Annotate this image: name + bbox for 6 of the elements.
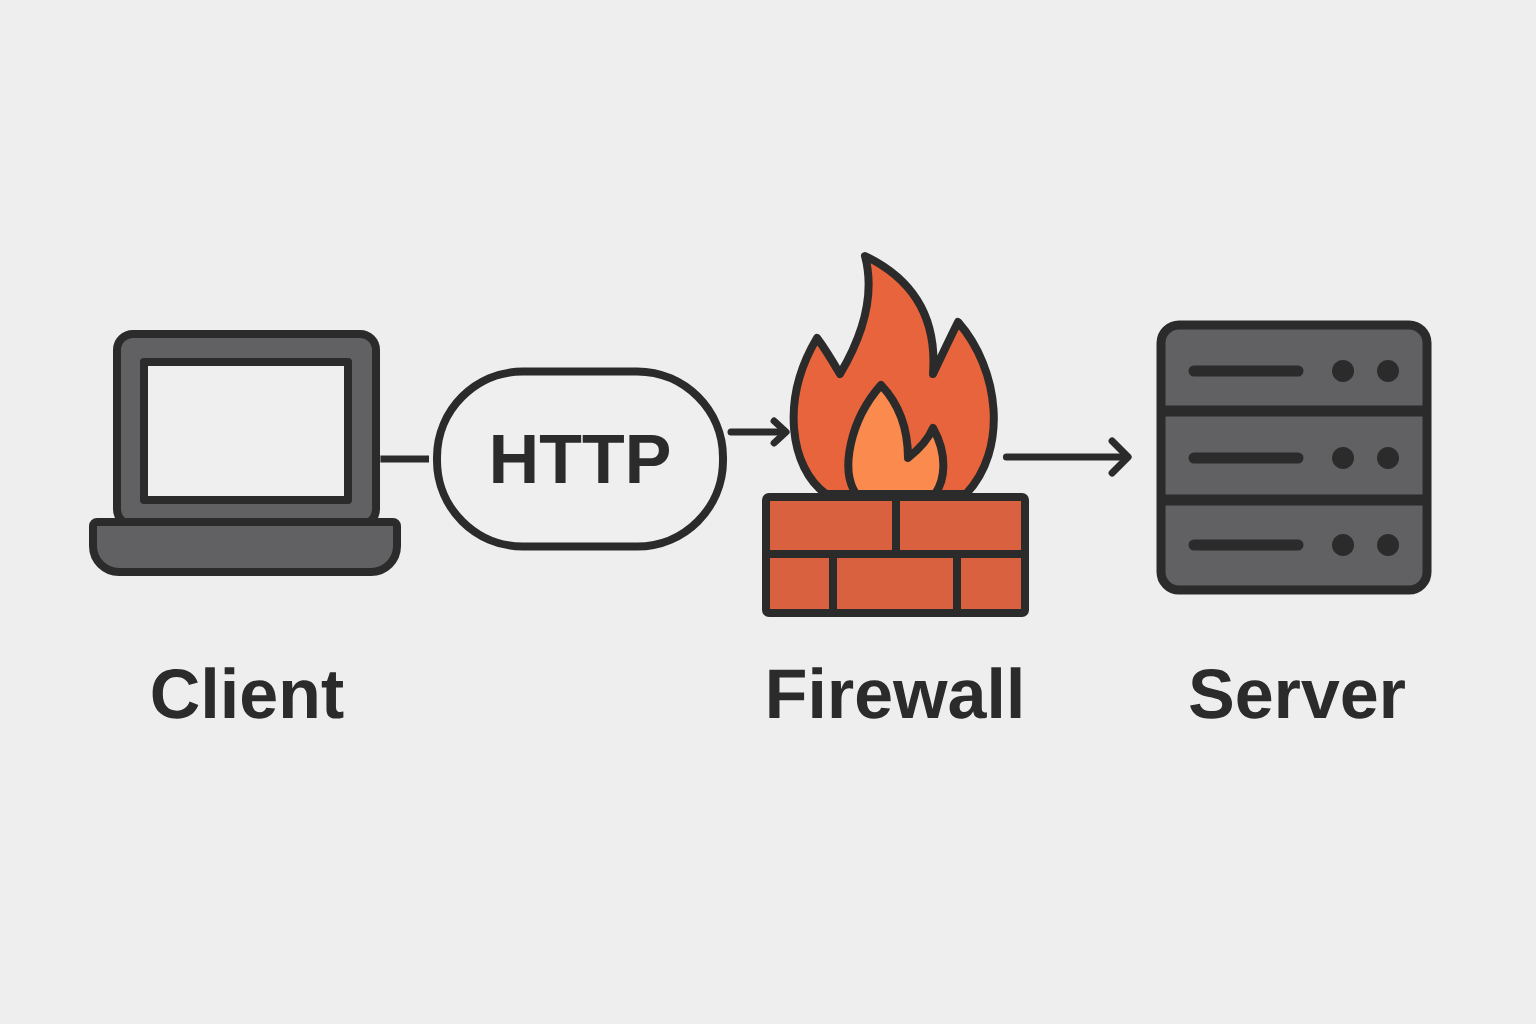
arrow	[727, 417, 790, 447]
pill-box: HTTP	[433, 367, 727, 551]
node-label: Firewall	[769, 667, 1021, 719]
node-label: Client	[152, 667, 344, 719]
node-label: Server	[1190, 669, 1405, 719]
arrow	[1002, 437, 1132, 477]
